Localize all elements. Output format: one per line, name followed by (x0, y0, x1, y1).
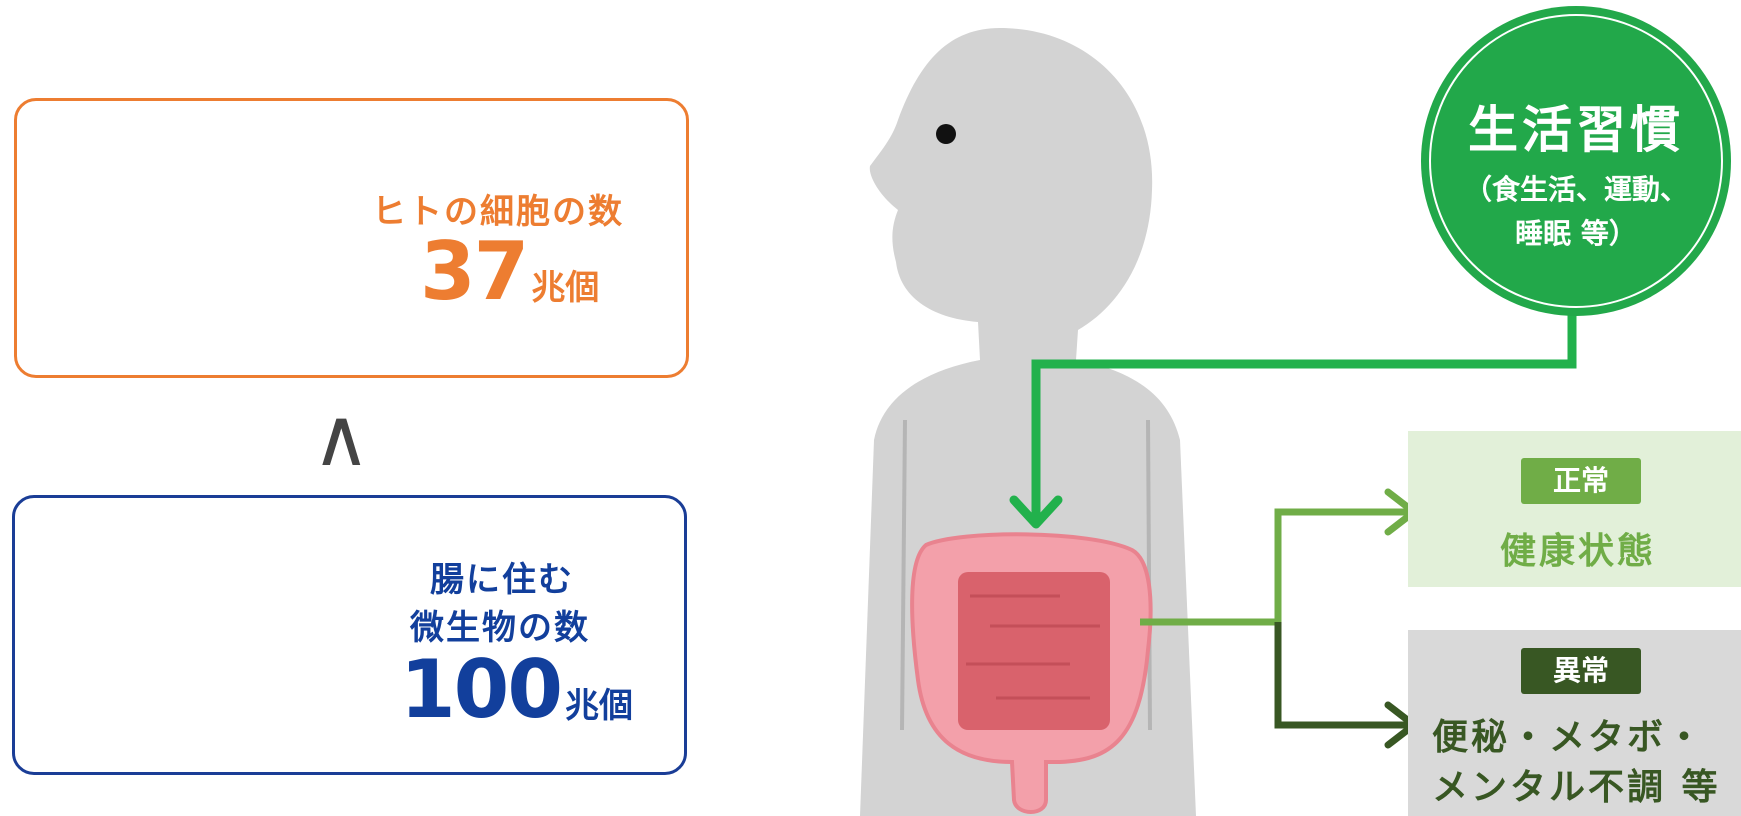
comparison-symbol: ∧ (312, 391, 371, 484)
lifestyle-circle: 生活習慣 （食生活、運動、 睡眠 等） (1421, 6, 1731, 316)
lifestyle-sub-line1: （食生活、運動、 (1463, 173, 1688, 206)
gut-microbe-unit: 兆個 (565, 686, 633, 726)
gut-microbe-count-box (12, 495, 687, 775)
normal-tag: 正常 (1521, 458, 1641, 504)
lifestyle-sub-line2: 睡眠 等） (1515, 217, 1637, 250)
gut-microbe-number: 100 (400, 643, 563, 736)
human-cell-number: 37 (420, 225, 529, 318)
intestine-icon (910, 532, 1153, 814)
abnormal-tag: 異常 (1521, 648, 1641, 694)
lifestyle-ring (1429, 14, 1723, 308)
lifestyle-arrow (1009, 311, 1577, 529)
gut-microbe-label-line2: 微生物の数 (410, 608, 590, 648)
normal-outcome-panel (1408, 431, 1741, 587)
eye (936, 124, 956, 144)
normal-outcome-text: 健康状態 (1500, 531, 1657, 572)
gut-microbe-label-line1: 腸に住む (430, 560, 574, 600)
abnormal-outcome-line1: 便秘・メタボ・ (1432, 717, 1706, 758)
human-cell-count-box (14, 98, 689, 378)
human-cell-unit: 兆個 (531, 268, 600, 308)
abnormal-arrow (1274, 622, 1418, 749)
human-cell-label: ヒトの細胞の数 (372, 192, 624, 232)
abnormal-outcome-line2: メンタル不調 等 (1432, 767, 1721, 808)
lifestyle-title: 生活習慣 (1468, 101, 1684, 159)
